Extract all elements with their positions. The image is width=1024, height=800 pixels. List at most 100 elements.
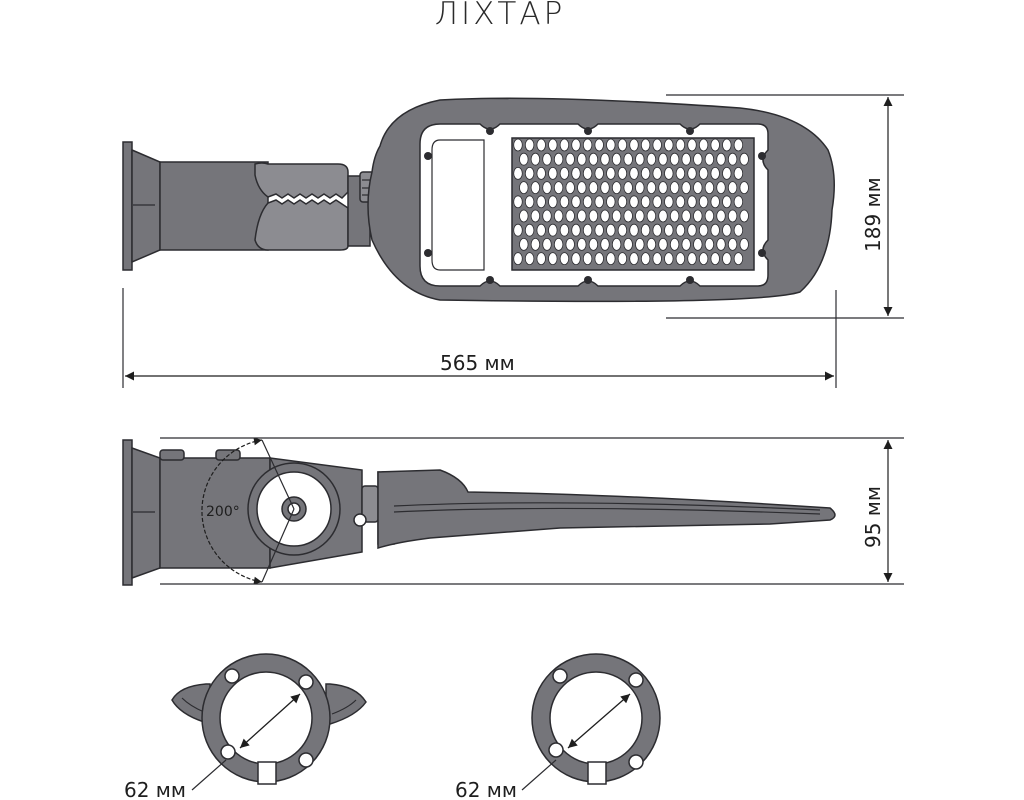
led-lens	[710, 195, 720, 209]
led-lens	[716, 209, 726, 223]
led-lens	[548, 223, 558, 237]
led-lens	[652, 138, 662, 152]
mount-right-bore	[549, 671, 643, 765]
led-lens	[739, 209, 749, 223]
led-lens	[704, 237, 715, 251]
led-lens	[727, 209, 738, 223]
led-lens	[548, 166, 558, 180]
led-lens	[548, 195, 558, 209]
led-lens	[542, 209, 552, 223]
led-lens	[553, 237, 564, 251]
led-lens	[606, 195, 616, 209]
mount-view-left	[171, 653, 367, 791]
led-lens	[675, 252, 686, 266]
led-lens	[565, 181, 575, 195]
led-lens	[594, 195, 604, 209]
led-lens	[623, 209, 633, 223]
led-lens	[693, 237, 703, 251]
led-lens	[530, 152, 541, 166]
led-lens	[623, 152, 633, 166]
led-lens	[524, 252, 535, 266]
led-lens	[524, 223, 535, 237]
led-lens	[669, 152, 680, 166]
led-lens	[577, 209, 587, 223]
mount-view-right	[521, 653, 661, 791]
led-lens	[542, 181, 552, 195]
height-dimension-label: 95 мм	[861, 486, 885, 548]
led-lens	[577, 152, 587, 166]
led-lens	[652, 195, 662, 209]
led-lens	[646, 237, 657, 251]
led-lens	[536, 138, 546, 152]
led-lens	[617, 166, 628, 180]
led-lens	[704, 209, 715, 223]
led-lens	[681, 209, 691, 223]
led-lens	[559, 252, 570, 266]
led-lens	[606, 138, 616, 152]
led-lens	[646, 181, 657, 195]
drawing-title: ЛІХТАР	[434, 0, 566, 32]
led-lens	[588, 237, 599, 251]
led-lens	[611, 209, 622, 223]
led-lens	[565, 209, 575, 223]
length-dimension-label: 565 мм	[440, 351, 515, 375]
led-lens	[594, 166, 604, 180]
led-lens	[582, 195, 593, 209]
top-flange-cone	[131, 148, 161, 264]
led-lens	[611, 181, 622, 195]
led-lens	[681, 152, 691, 166]
led-lens	[553, 209, 564, 223]
led-lens	[664, 252, 674, 266]
led-lens	[565, 152, 575, 166]
led-lens	[513, 166, 523, 180]
led-lens	[687, 223, 697, 237]
mount-left-diameter-line	[239, 693, 301, 749]
led-lens	[571, 138, 581, 152]
led-lens	[664, 223, 674, 237]
led-lens	[588, 152, 599, 166]
width-dimension-label: 189 мм	[861, 177, 885, 252]
led-lens	[727, 237, 738, 251]
rotation-angle-label: 200°	[206, 504, 240, 520]
led-lens	[675, 166, 686, 180]
led-lens	[629, 195, 639, 209]
led-lens	[594, 223, 604, 237]
led-lens	[588, 181, 599, 195]
led-lens	[594, 252, 604, 266]
led-lens	[733, 195, 744, 209]
led-lens	[675, 195, 686, 209]
led-lens	[698, 252, 709, 266]
led-lens	[675, 138, 686, 152]
led-lens	[513, 195, 523, 209]
led-lens	[571, 166, 581, 180]
led-lens	[542, 152, 552, 166]
led-lens	[646, 152, 657, 166]
led-lens	[524, 195, 535, 209]
led-lens	[600, 181, 610, 195]
led-lens	[722, 195, 732, 209]
led-lens	[559, 195, 570, 209]
led-lens	[536, 166, 546, 180]
led-lens	[704, 181, 715, 195]
led-lens	[710, 223, 720, 237]
led-lens	[640, 166, 651, 180]
led-lens	[722, 252, 732, 266]
led-lens	[733, 138, 744, 152]
led-lens	[536, 252, 546, 266]
led-lens	[600, 152, 610, 166]
top-flange-plate	[122, 141, 133, 271]
led-lens	[513, 223, 523, 237]
led-lens	[733, 166, 744, 180]
led-lens	[681, 237, 691, 251]
led-lens	[530, 209, 541, 223]
led-lens	[629, 252, 639, 266]
led-lens	[693, 152, 703, 166]
led-lens	[669, 209, 680, 223]
led-lens	[733, 252, 744, 266]
led-lens	[571, 223, 581, 237]
clamp-sleeve-lower	[254, 199, 349, 251]
led-lens	[658, 209, 668, 223]
led-lens	[640, 195, 651, 209]
led-lens	[606, 166, 616, 180]
clamp-sleeve-upper	[254, 162, 349, 199]
